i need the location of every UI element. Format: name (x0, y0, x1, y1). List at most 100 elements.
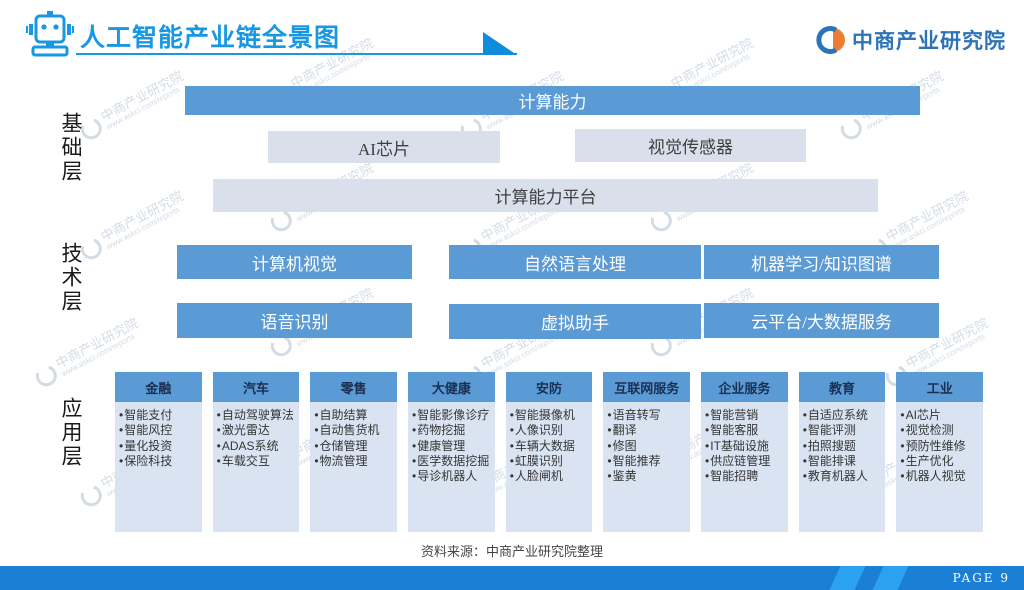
foundation-bar-computing-platform: 计算能力平台 (213, 179, 878, 212)
list-item: 仓储管理 (314, 439, 393, 454)
app-column-header: 互联网服务 (603, 372, 691, 402)
application-column: 汽车 自动驾驶算法激光雷达ADAS系统车载交互 (212, 372, 300, 532)
layer-label-technology: 技术层 (59, 242, 83, 314)
list-item: 健康管理 (412, 439, 491, 454)
list-item: 语音转写 (607, 408, 686, 423)
list-item: IT基础设施 (705, 439, 784, 454)
list-item: 智能营销 (705, 408, 784, 423)
list-item: 智能影像诊疗 (412, 408, 491, 423)
list-item: 药物挖掘 (412, 423, 491, 438)
application-column: 安防 智能摄像机人像识别车辆大数据虹膜识别人脸闸机 (505, 372, 593, 532)
watermark-logo-icon (836, 114, 866, 143)
brand-logo: 中商产业研究院 (816, 25, 1006, 55)
application-columns: 金融 智能支付智能风控量化投资保险科技 汽车 自动驾驶算法激光雷达ADAS系统车… (115, 372, 984, 532)
footer-bar: PAGE 9 (0, 566, 1024, 590)
app-column-header: 金融 (115, 372, 202, 402)
list-item: 车载交互 (217, 454, 296, 469)
list-item: 激光雷达 (217, 423, 296, 438)
brand-logo-icon (816, 26, 845, 54)
list-item: 人脸闸机 (510, 469, 589, 484)
application-column: 大健康 智能影像诊疗药物挖掘健康管理医学数据挖掘导诊机器人 (408, 372, 495, 532)
app-column-body: 自动驾驶算法激光雷达ADAS系统车载交互 (212, 402, 300, 532)
layer-label-application: 应用层 (59, 397, 83, 469)
list-item: 自适应系统 (803, 408, 882, 423)
source-note: 资料来源：中商产业研究院整理 (420, 544, 603, 559)
app-column-list: 智能支付智能风控量化投资保险科技 (119, 408, 198, 469)
footer-stripe-decoration (872, 566, 909, 590)
application-column: 工业 AI芯片视觉检测预防性维修生产优化机器人视觉 (896, 372, 984, 532)
app-column-body: 语音转写翻译修图智能推荐鉴黄 (603, 402, 691, 532)
list-item: 智能推荐 (607, 454, 686, 469)
list-item: 智能招聘 (705, 469, 784, 484)
list-item: 鉴黄 (607, 469, 686, 484)
app-column-header: 安防 (505, 372, 593, 402)
app-column-list: 自动驾驶算法激光雷达ADAS系统车载交互 (217, 408, 296, 469)
list-item: 自动驾驶算法 (217, 408, 296, 423)
list-item: 保险科技 (119, 454, 198, 469)
brand-name: 中商产业研究院 (852, 30, 1006, 53)
list-item: 智能排课 (803, 454, 882, 469)
app-column-body: AI芯片视觉检测预防性维修生产优化机器人视觉 (896, 402, 984, 532)
app-column-body: 智能营销智能客服IT基础设施供应链管理智能招聘 (701, 402, 788, 532)
application-column: 金融 智能支付智能风控量化投资保险科技 (115, 372, 202, 532)
list-item: 智能风控 (119, 423, 198, 438)
list-item: 物流管理 (314, 454, 393, 469)
foundation-bar-computing-power: 计算能力 (185, 86, 920, 115)
list-item: AI芯片 (900, 408, 979, 423)
layer-label-foundation: 基础层 (59, 112, 83, 184)
app-column-body: 智能摄像机人像识别车辆大数据虹膜识别人脸闸机 (505, 402, 593, 532)
title-underline (76, 53, 517, 55)
app-column-body: 智能影像诊疗药物挖掘健康管理医学数据挖掘导诊机器人 (408, 402, 495, 532)
app-column-header: 教育 (798, 372, 886, 402)
list-item: 修图 (607, 439, 686, 454)
list-item: 自助结算 (314, 408, 393, 423)
tech-bar-ml-knowledge-graph: 机器学习/知识图谱 (704, 245, 939, 279)
app-column-body: 自助结算自动售货机仓储管理物流管理 (310, 402, 398, 532)
list-item: 教育机器人 (803, 469, 882, 484)
app-column-list: 自助结算自动售货机仓储管理物流管理 (314, 408, 393, 469)
list-item: 预防性维修 (900, 439, 979, 454)
list-item: 智能评测 (803, 423, 882, 438)
tech-bar-nlp: 自然语言处理 (449, 245, 701, 279)
list-item: 智能支付 (119, 408, 198, 423)
list-item: 医学数据挖掘 (412, 454, 491, 469)
app-column-list: 智能影像诊疗药物挖掘健康管理医学数据挖掘导诊机器人 (412, 408, 491, 485)
app-column-header: 汽车 (212, 372, 300, 402)
list-item: 车辆大数据 (510, 439, 589, 454)
app-column-list: 自适应系统智能评测拍照搜题智能排课教育机器人 (803, 408, 882, 485)
app-column-list: 语音转写翻译修图智能推荐鉴黄 (607, 408, 686, 485)
watermark-logo-icon (31, 361, 61, 390)
application-column: 互联网服务 语音转写翻译修图智能推荐鉴黄 (603, 372, 691, 532)
application-column: 零售 自助结算自动售货机仓储管理物流管理 (310, 372, 398, 532)
list-item: 人像识别 (510, 423, 589, 438)
foundation-bar-ai-chip: AI芯片 (268, 131, 500, 163)
tech-bar-virtual-assistant: 虚拟助手 (449, 304, 701, 339)
list-item: 智能客服 (705, 423, 784, 438)
foundation-bar-vision-sensor: 视觉传感器 (575, 129, 806, 162)
page-title: 人工智能产业链全景图 (80, 25, 341, 52)
app-column-header: 企业服务 (701, 372, 788, 402)
list-item: 拍照搜题 (803, 439, 882, 454)
app-column-body: 自适应系统智能评测拍照搜题智能排课教育机器人 (798, 402, 886, 532)
tech-bar-computer-vision: 计算机视觉 (177, 245, 412, 279)
app-column-list: AI芯片视觉检测预防性维修生产优化机器人视觉 (900, 408, 979, 485)
list-item: ADAS系统 (217, 439, 296, 454)
title-arrow-decoration (483, 32, 517, 60)
page-number: PAGE 9 (952, 571, 1010, 585)
list-item: 自动售货机 (314, 423, 393, 438)
app-column-body: 智能支付智能风控量化投资保险科技 (115, 402, 202, 532)
list-item: 虹膜识别 (510, 454, 589, 469)
application-column: 教育 自适应系统智能评测拍照搜题智能排课教育机器人 (798, 372, 886, 532)
tech-bar-cloud-bigdata: 云平台/大数据服务 (704, 303, 939, 338)
app-column-list: 智能摄像机人像识别车辆大数据虹膜识别人脸闸机 (510, 408, 589, 485)
list-item: 供应链管理 (705, 454, 784, 469)
list-item: 生产优化 (900, 454, 979, 469)
app-column-header: 大健康 (408, 372, 495, 402)
list-item: 视觉检测 (900, 423, 979, 438)
